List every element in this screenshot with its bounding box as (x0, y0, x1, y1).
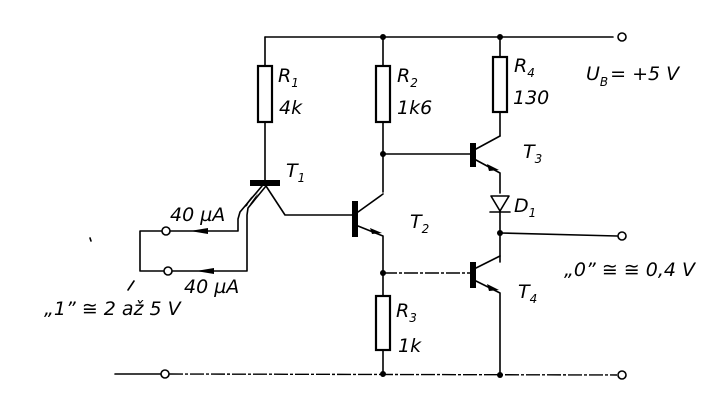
transistor-t4 (470, 255, 501, 375)
r2-value: 1k6 (397, 97, 432, 119)
t3-label: T3 (523, 141, 542, 166)
resistor-r4 (491, 36, 509, 137)
d1-label: D1 (514, 195, 536, 220)
input-current-1: 40 µA (170, 204, 225, 226)
r1-label: R1 (278, 65, 299, 90)
t1-label: T1 (286, 160, 305, 185)
t2-label: T2 (410, 211, 429, 236)
stray-mark (89, 237, 92, 242)
r2-label: R2 (397, 65, 418, 90)
input-terminal-a[interactable] (161, 226, 171, 236)
ground-terminal-right[interactable] (617, 370, 627, 380)
diode-d1 (489, 195, 627, 263)
logic-zero-label: „0” ≅ ≅ 0,4 V (564, 259, 697, 281)
supply-rail (264, 32, 627, 42)
supply-label: UB= +5 V (586, 63, 681, 89)
r3-label: R3 (396, 300, 417, 325)
transistor-t2 (352, 193, 473, 299)
resistor-r3 (374, 294, 392, 375)
supply-terminal[interactable] (617, 32, 627, 42)
output-terminal[interactable] (617, 231, 627, 241)
input-current-2: 40 µA (184, 276, 239, 298)
ground-rail (114, 369, 627, 380)
resistor-r2 (374, 36, 474, 193)
r3-value: 1k (398, 335, 422, 357)
transistor-t1 (169, 180, 356, 274)
input-loop (127, 226, 173, 291)
resistor-r1 (256, 36, 274, 183)
ground-terminal-left[interactable] (160, 369, 170, 379)
logic-one-label: „1” ≅ 2 až 5 V (44, 298, 183, 320)
r1-value: 4k (279, 97, 303, 119)
r4-value: 130 (513, 87, 549, 109)
t4-label: T4 (518, 281, 537, 306)
transistor-t3 (470, 135, 501, 194)
input-terminal-b[interactable] (163, 266, 173, 276)
r4-label: R4 (514, 55, 535, 80)
